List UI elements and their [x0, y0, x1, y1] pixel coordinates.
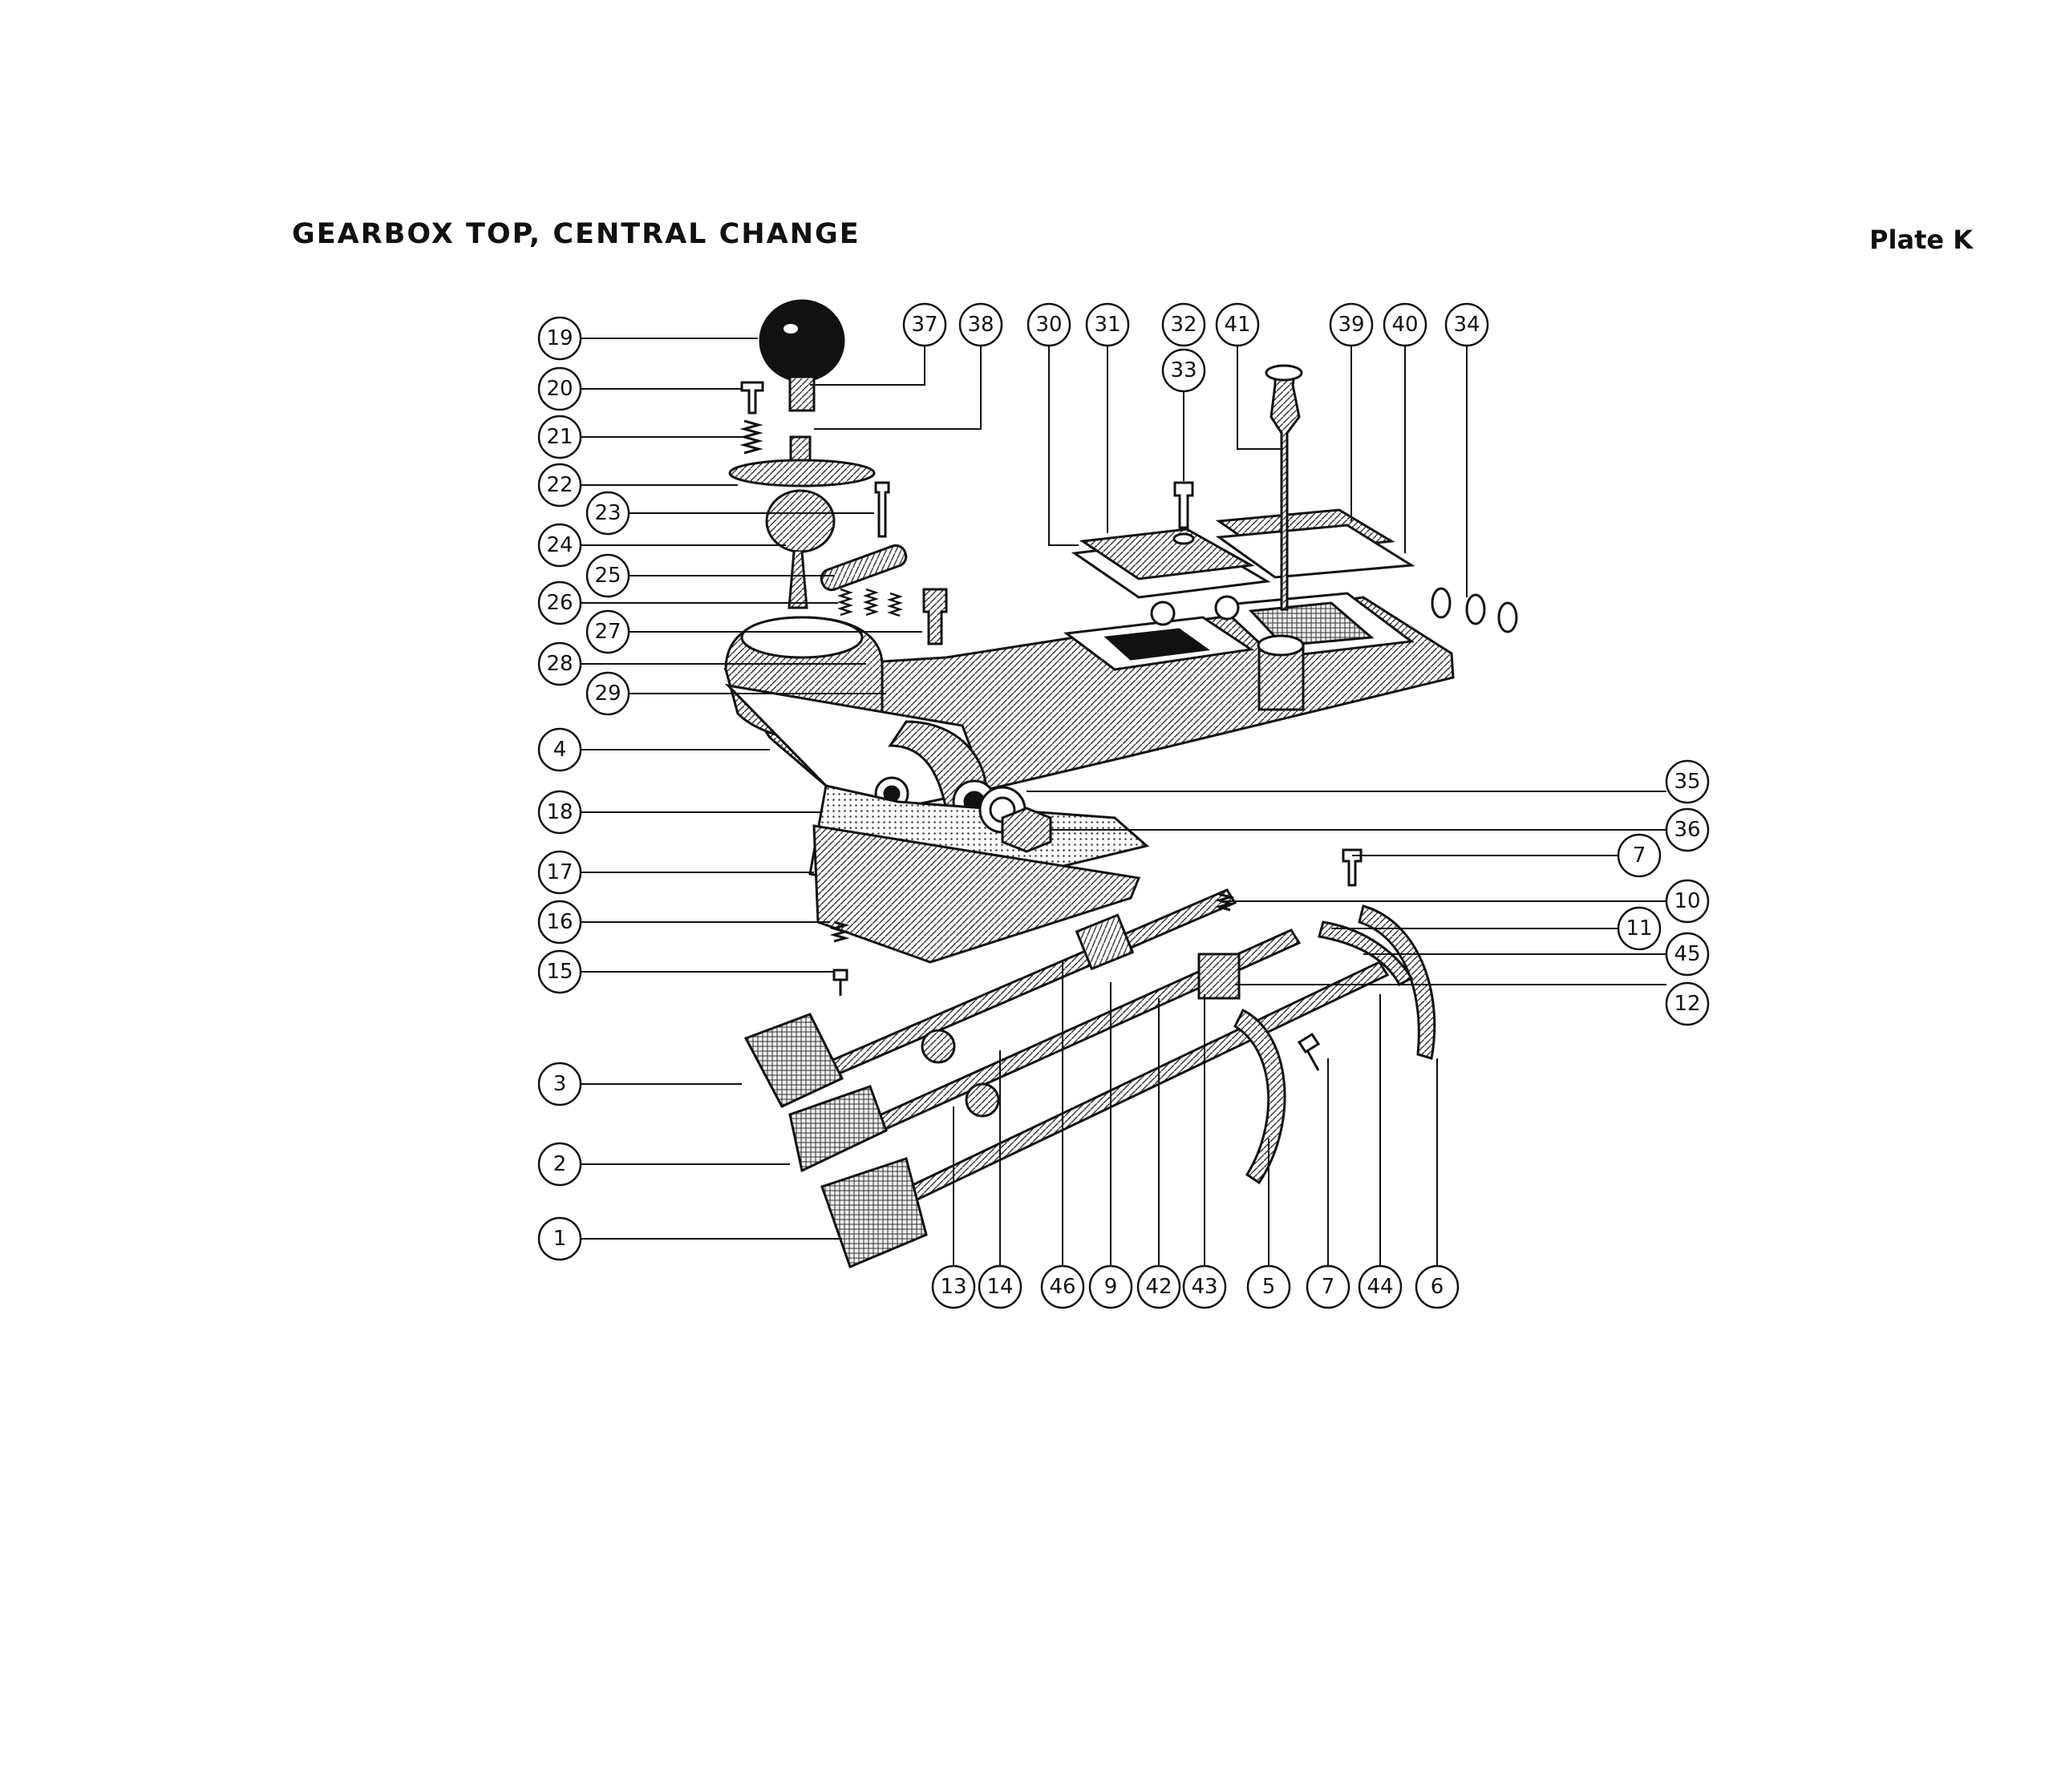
plate-31 [1079, 528, 1255, 580]
plug-36 [1001, 807, 1052, 853]
fork-5 [1233, 1008, 1286, 1185]
callout-21: 21 [546, 425, 573, 449]
callout-41: 41 [1224, 313, 1250, 337]
leader-lines [581, 338, 1666, 1271]
callout-39: 39 [1338, 313, 1364, 337]
lever-ball [765, 489, 836, 553]
gear-lever-assembly [728, 299, 948, 645]
selector-rods [743, 848, 1436, 1269]
lever-dome-cover [728, 459, 876, 487]
callout-2: 2 [553, 1152, 567, 1176]
callout-45: 45 [1674, 942, 1700, 966]
callout-33: 33 [1170, 358, 1197, 382]
callout-35: 35 [1674, 770, 1700, 794]
callout-34: 34 [1453, 313, 1480, 337]
callout-18: 18 [546, 800, 573, 824]
callout-31: 31 [1094, 313, 1120, 337]
selector-end-2 [788, 1085, 888, 1173]
callout-43: 43 [1191, 1275, 1217, 1299]
screw-7-lower [1297, 1032, 1321, 1071]
bolt-33 [1173, 481, 1194, 529]
callout-11: 11 [1626, 916, 1652, 940]
callout-27: 27 [594, 620, 621, 644]
callout-17: 17 [546, 860, 573, 884]
selector-end-3 [743, 1013, 844, 1108]
plug-34b [1465, 593, 1486, 625]
screw-15 [832, 969, 848, 996]
washer-32 [1172, 532, 1195, 545]
top-plates [1071, 364, 1518, 633]
callout-32: 32 [1170, 313, 1197, 337]
plug-34c [1497, 601, 1518, 633]
plunger [740, 381, 764, 415]
plate-label: Plate K [1869, 225, 1973, 255]
callout-circles [537, 302, 1710, 1309]
callout-16: 16 [546, 910, 573, 934]
callout-7-lower: 7 [1322, 1275, 1335, 1299]
selector-end-1 [820, 1157, 928, 1269]
callout-38: 38 [967, 313, 994, 337]
callout-29: 29 [594, 682, 621, 706]
plunger-spring [739, 419, 763, 455]
callout-1: 1 [553, 1227, 567, 1251]
callout-44: 44 [1367, 1275, 1393, 1299]
flange-shelf [724, 683, 989, 811]
gear-knob [759, 299, 845, 382]
callout-4: 4 [553, 738, 567, 762]
callout-23: 23 [594, 501, 621, 525]
ball-13 [965, 1082, 1000, 1118]
callout-20: 20 [546, 377, 573, 401]
page-title: GEARBOX TOP, CENTRAL CHANGE [292, 218, 860, 250]
gasket-40 [1215, 524, 1415, 579]
ball-14 [921, 1029, 956, 1064]
callout-13: 13 [940, 1275, 966, 1299]
bolt-23 [874, 481, 890, 538]
callout-7-upper: 7 [1633, 843, 1646, 868]
callout-46: 46 [1049, 1275, 1075, 1299]
springs-26 [837, 588, 903, 617]
plug-34a [1431, 587, 1452, 619]
callout-42: 42 [1145, 1275, 1172, 1299]
fork-block-46 [1075, 913, 1135, 971]
callout-40: 40 [1391, 313, 1418, 337]
plug-27 [922, 588, 948, 645]
callout-19: 19 [546, 326, 573, 350]
gearbox-top-cover [723, 592, 1455, 824]
callout-22: 22 [546, 473, 573, 497]
locating-plate [820, 544, 908, 592]
callout-6: 6 [1431, 1275, 1444, 1299]
callout-10: 10 [1674, 889, 1700, 913]
bottom-plate-and-gasket [808, 595, 1240, 996]
callout-14: 14 [986, 1275, 1013, 1299]
gate-opening-1 [1103, 628, 1210, 661]
callout-5: 5 [1262, 1275, 1276, 1299]
callout-30: 30 [1035, 313, 1062, 337]
screw-7-upper [1342, 848, 1363, 887]
fork-6 [1358, 904, 1436, 1060]
callout-37: 37 [911, 313, 937, 337]
knob-sleeve [788, 375, 816, 412]
callout-9: 9 [1104, 1275, 1118, 1299]
callout-28: 28 [546, 652, 573, 676]
callout-24: 24 [546, 533, 573, 557]
callout-3: 3 [553, 1072, 567, 1096]
lever-shaft [788, 551, 808, 609]
screw-16 [829, 920, 850, 943]
callout-25: 25 [594, 564, 621, 588]
callout-15: 15 [546, 960, 573, 984]
callout-26: 26 [546, 591, 573, 615]
callout-36: 36 [1674, 818, 1700, 842]
fork-block-42 [1197, 953, 1241, 1000]
callout-12: 12 [1674, 992, 1700, 1016]
